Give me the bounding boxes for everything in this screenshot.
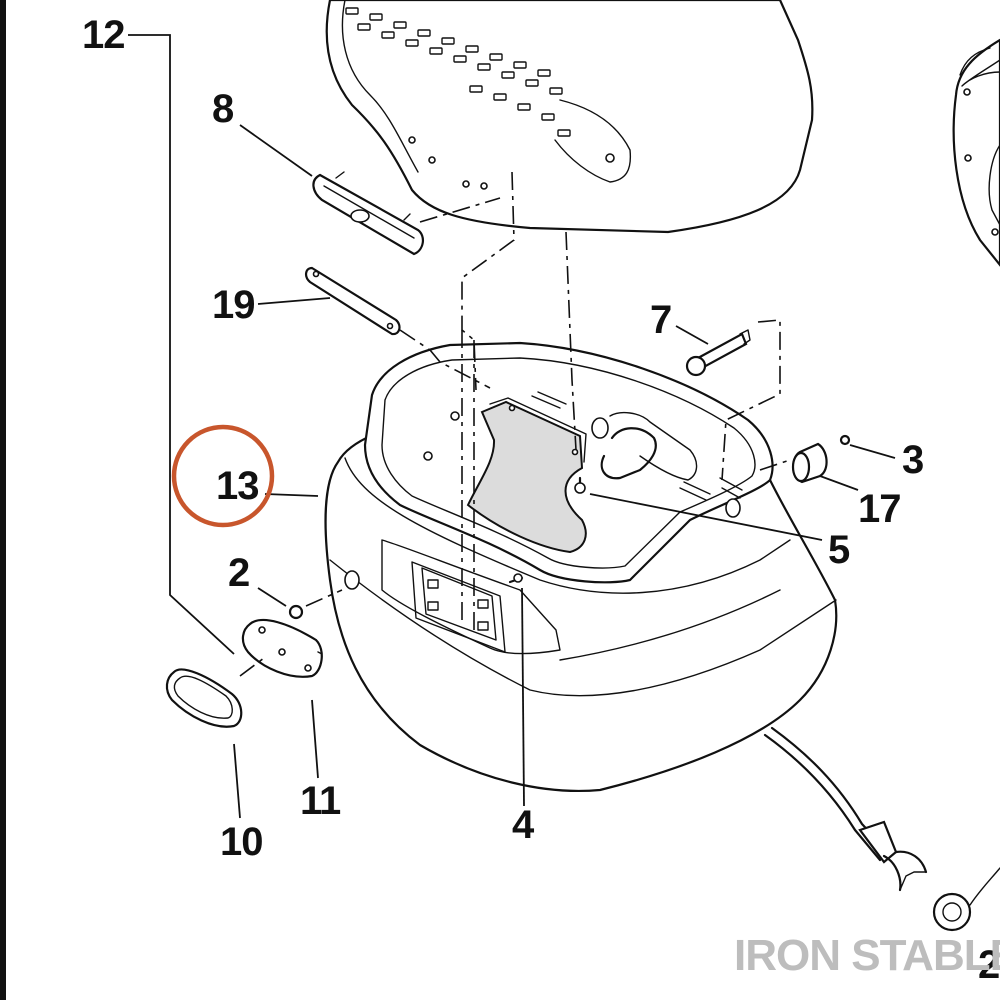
watermark-text: IRON STABLE bbox=[734, 931, 1000, 980]
lid-part bbox=[325, 0, 814, 234]
reflector-plate-part bbox=[241, 619, 323, 678]
callout-11: 11 bbox=[300, 779, 341, 823]
highlight-circle bbox=[171, 424, 275, 528]
left-border bbox=[0, 0, 6, 1000]
callout-2: 2 bbox=[228, 551, 249, 595]
leader-lines bbox=[128, 34, 896, 819]
callout-10: 10 bbox=[220, 820, 263, 864]
callout-12: 12 bbox=[82, 13, 125, 57]
bumper-part bbox=[791, 442, 828, 484]
lid-vent-slots bbox=[345, 7, 571, 137]
small-washer-part bbox=[288, 604, 304, 620]
hinge-cover-part bbox=[312, 171, 424, 256]
callout-5: 5 bbox=[828, 528, 850, 572]
bolt-part bbox=[685, 329, 751, 377]
gasket-part bbox=[165, 668, 243, 728]
case-body-part bbox=[324, 341, 1000, 932]
callout-3: 3 bbox=[902, 438, 923, 482]
side-saddlebag-part bbox=[952, 38, 1000, 267]
callout-2-bottom: 2 bbox=[978, 943, 999, 987]
strap-part bbox=[305, 266, 401, 336]
callout-19: 19 bbox=[212, 283, 255, 327]
callout-8: 8 bbox=[212, 87, 234, 131]
callout-13: 13 bbox=[216, 464, 259, 508]
callout-17: 17 bbox=[858, 487, 901, 531]
callout-4: 4 bbox=[512, 803, 535, 847]
washer-part bbox=[839, 434, 851, 446]
callout-7: 7 bbox=[650, 298, 671, 342]
alignment-lines bbox=[239, 171, 791, 677]
